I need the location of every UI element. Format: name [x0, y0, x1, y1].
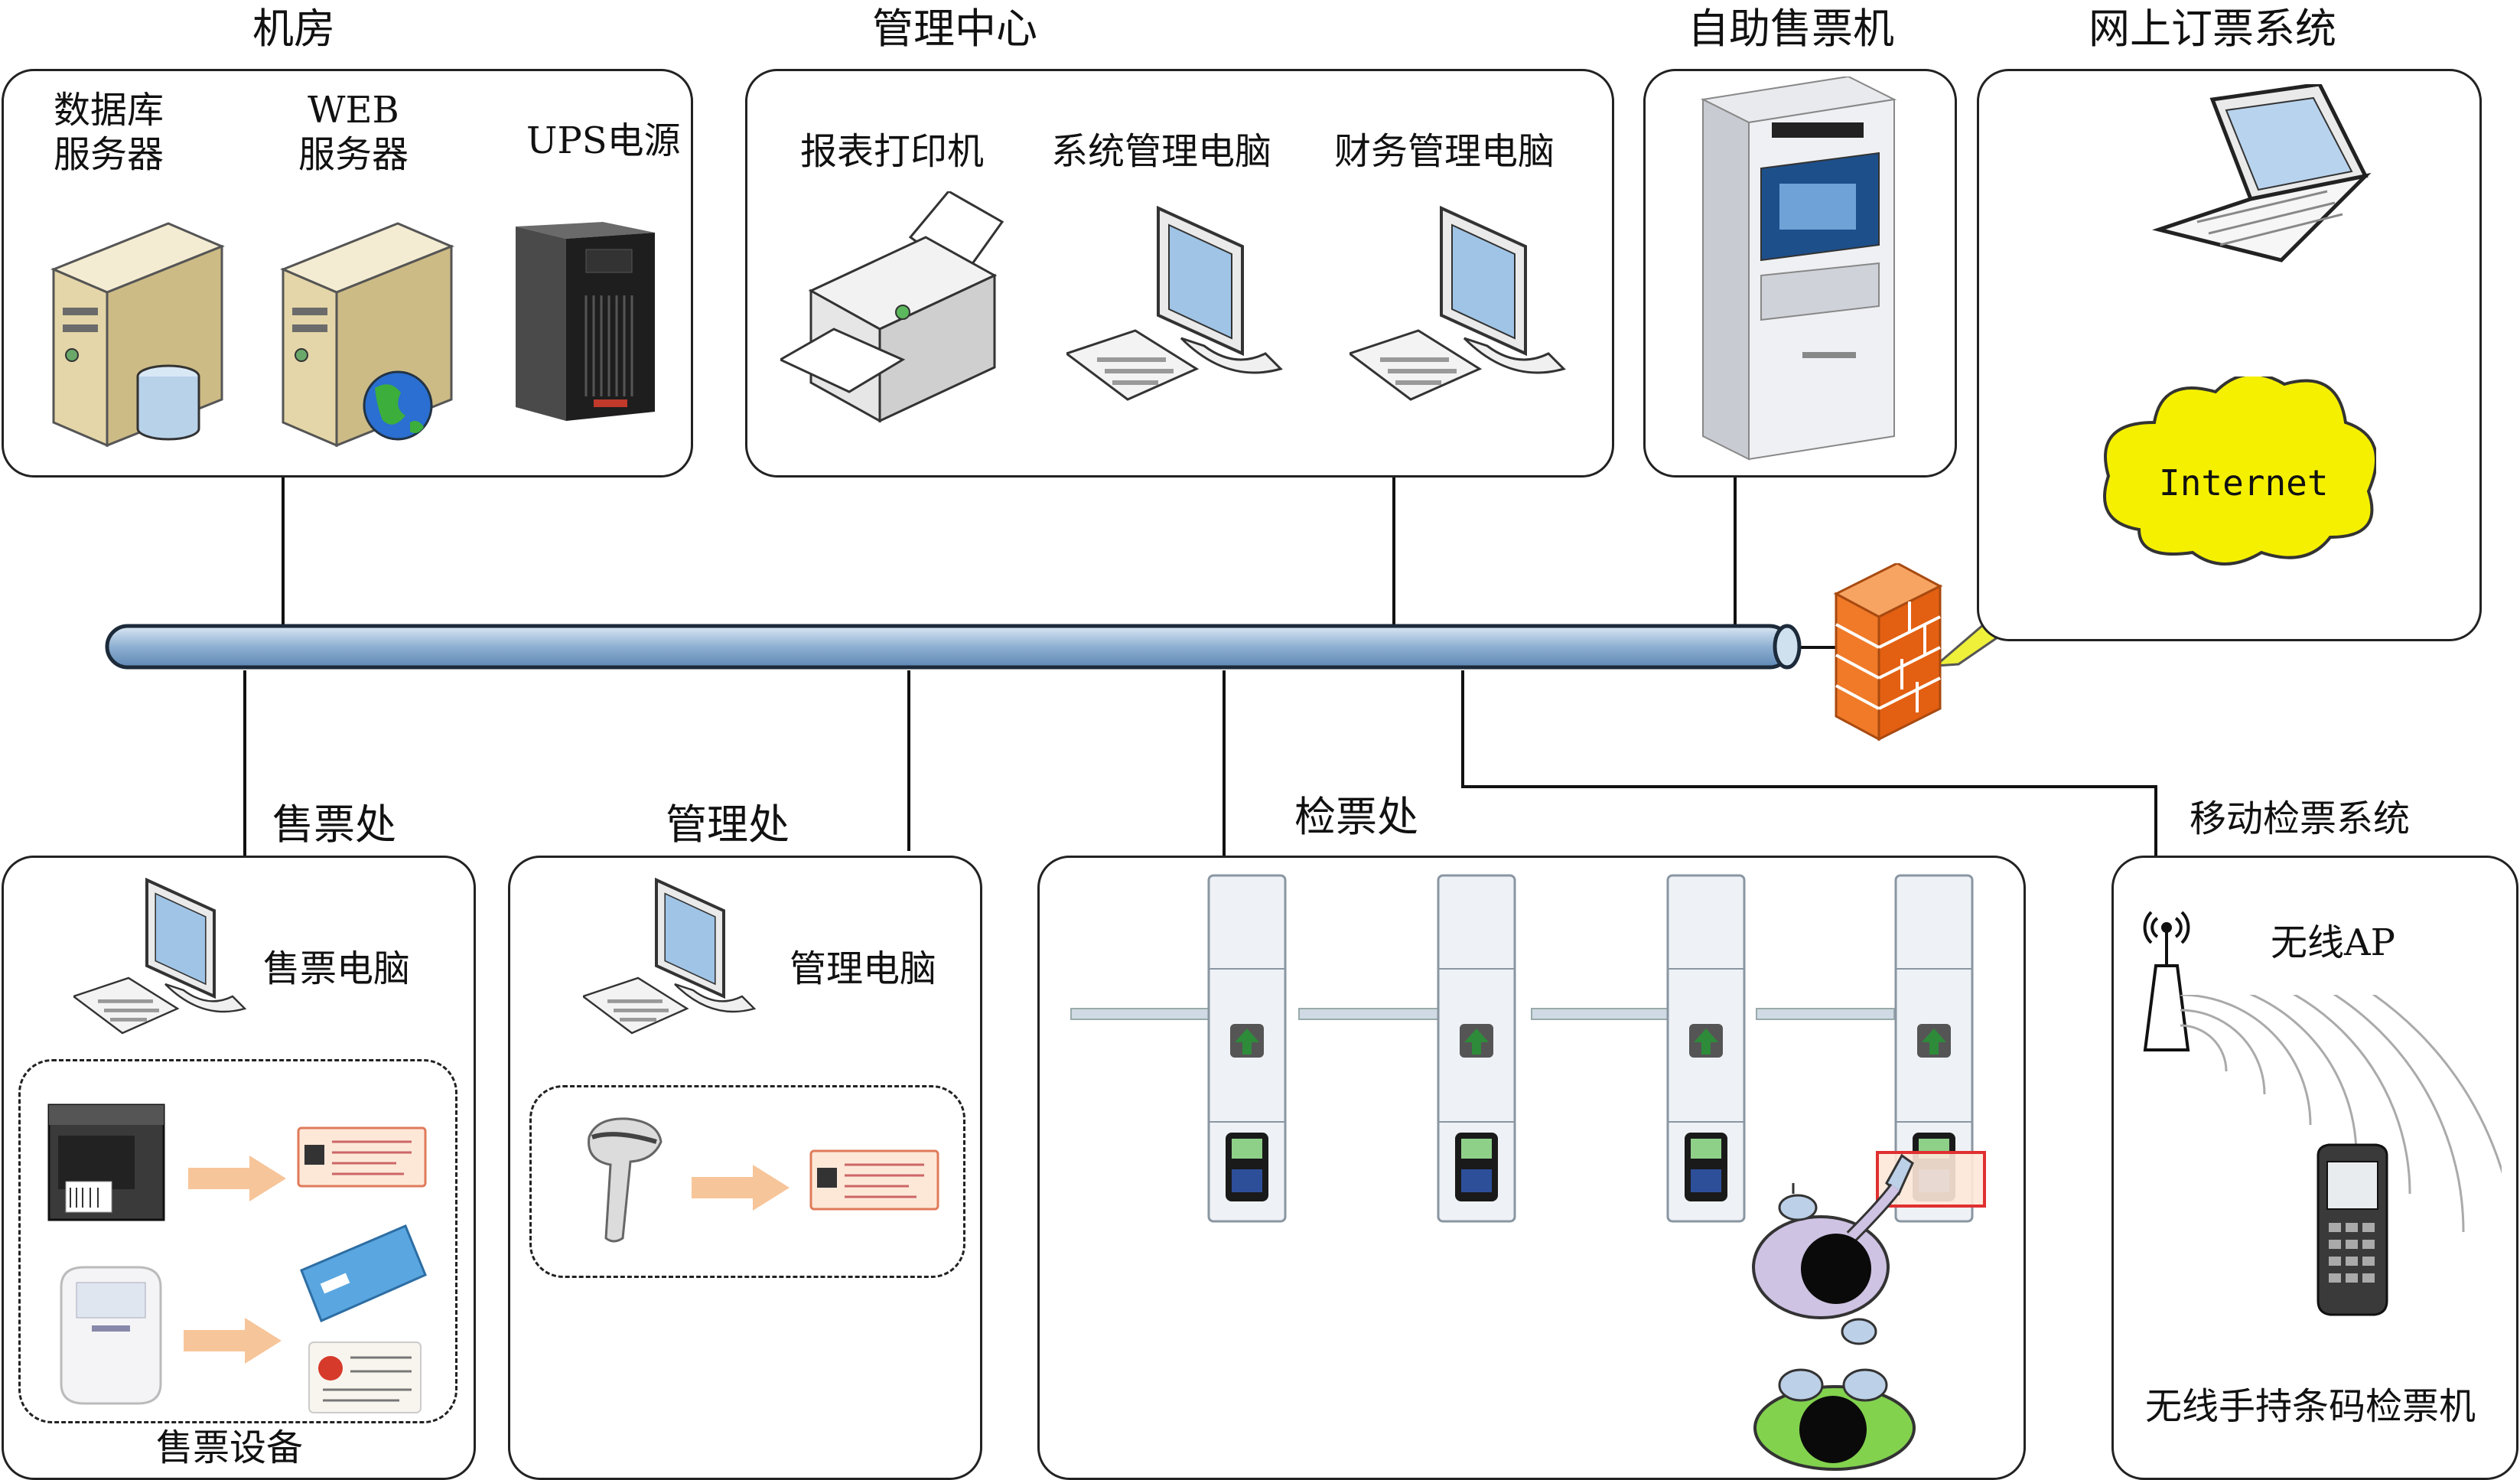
management-pc-label: 管理电脑: [790, 947, 937, 990]
passenger-1-icon: [1752, 1153, 1914, 1345]
printer-icon: [780, 191, 1004, 423]
web-server-label: WEB 服务器: [298, 89, 409, 176]
passenger-2-icon: [1753, 1368, 1916, 1471]
database-server-label: 数据库 服务器: [53, 89, 164, 176]
ticket-pc-icon: [73, 877, 247, 1035]
ups-label: UPS电源: [526, 119, 681, 162]
arrow-icon: [188, 1156, 286, 1201]
database-server-icon: [50, 222, 225, 448]
firewall-icon: [1833, 563, 1943, 741]
ticket-printer-icon: [47, 1103, 165, 1221]
section-title-ticket-check: 检票处: [1294, 793, 1418, 841]
id-card-icon: [308, 1341, 422, 1413]
system-pc-label: 系统管理电脑: [1051, 130, 1272, 173]
gate-1: [1207, 874, 1287, 1223]
ticket-kiosk-icon: [1700, 77, 1897, 461]
ic-card-icon: [300, 1224, 427, 1323]
section-title-online-booking: 网上订票系统: [2089, 5, 2336, 53]
handheld-scanner-icon: [2317, 1143, 2388, 1316]
ticket-pc-label: 售票电脑: [263, 947, 411, 990]
mobile-check-panel: [2111, 856, 2518, 1480]
arrow-icon: [692, 1165, 790, 1211]
section-title-mobile-check: 移动检票系统: [2190, 797, 2411, 840]
wireless-signal-waves: [2180, 995, 2502, 1233]
section-title-ticket-office: 售票处: [272, 800, 396, 849]
section-title-management-center: 管理中心: [872, 5, 1037, 53]
management-equipment-group: [529, 1085, 965, 1278]
arrow-icon: [184, 1318, 282, 1364]
barcode-scanner-icon: [588, 1117, 663, 1243]
handheld-scanner-label: 无线手持条码检票机: [2145, 1385, 2476, 1428]
internet-cloud-icon: [2103, 377, 2376, 566]
ticket-equipment-label: 售票设备: [156, 1426, 304, 1469]
internet-label: Internet: [2159, 462, 2329, 504]
section-title-self-service-kiosk: 自助售票机: [1688, 5, 1894, 53]
finance-pc-icon: [1350, 205, 1566, 401]
gate-2: [1437, 874, 1516, 1223]
network-backbone: [105, 624, 1802, 670]
report-printer-label: 报表打印机: [800, 130, 985, 173]
card-reader-icon: [60, 1266, 162, 1405]
laptop-icon: [2152, 84, 2372, 262]
paper-ticket-icon: [809, 1149, 939, 1211]
section-title-management-office: 管理处: [666, 800, 790, 849]
wireless-ap-label: 无线AP: [2271, 921, 2395, 964]
web-server-icon: [280, 222, 454, 448]
paper-ticket-icon: [297, 1126, 427, 1188]
section-title-server-room: 机房: [252, 5, 335, 53]
gate-3: [1666, 874, 1746, 1223]
management-pc-icon: [583, 877, 757, 1035]
wireless-ap-icon: [2143, 911, 2190, 1051]
ups-icon: [516, 222, 655, 421]
system-pc-icon: [1066, 205, 1283, 401]
finance-pc-label: 财务管理电脑: [1334, 130, 1555, 173]
ticket-equipment-group: [18, 1059, 457, 1423]
